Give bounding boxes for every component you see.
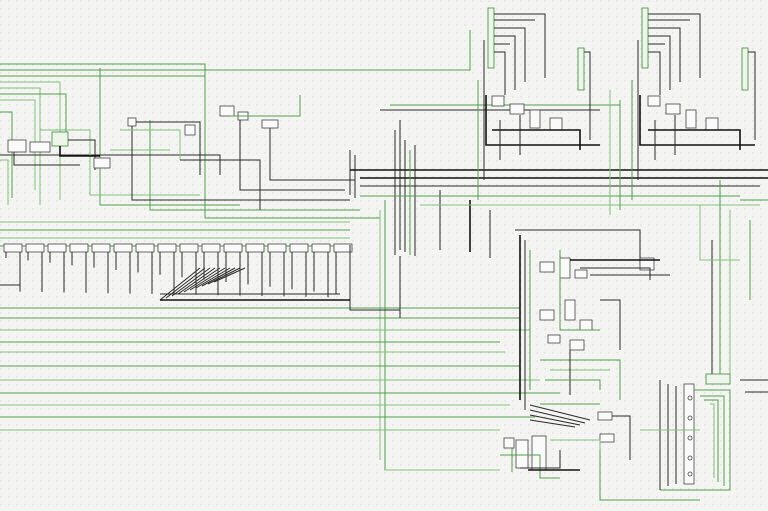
regbank-wires xyxy=(0,245,560,431)
ram-chip-icon-right[interactable] xyxy=(609,7,756,215)
register-cell[interactable] xyxy=(91,243,111,253)
register-cell[interactable] xyxy=(47,243,67,253)
regbank-diagonal-wire xyxy=(177,267,216,295)
left-logic-cluster[interactable] xyxy=(7,131,111,170)
register-cell[interactable] xyxy=(289,243,309,253)
regbank-diagonal-wire xyxy=(207,267,241,285)
register-cell[interactable] xyxy=(113,243,133,253)
regbank-diagonal-wire xyxy=(159,267,201,301)
regbank-diagonal-wire xyxy=(189,267,226,291)
top-left-bus-group xyxy=(0,30,471,219)
regbank-diagonal-wire xyxy=(201,267,236,287)
adder-ladder[interactable] xyxy=(529,403,631,460)
regbank-diagonal-wire xyxy=(171,267,211,297)
register-cell[interactable] xyxy=(179,243,199,253)
register-cell[interactable] xyxy=(245,243,265,253)
register-cell[interactable] xyxy=(267,243,287,253)
regbank-diagonal-wire xyxy=(165,267,206,299)
register-cell[interactable] xyxy=(25,243,45,253)
regbank-diagonal-wire xyxy=(213,267,246,283)
output-column[interactable] xyxy=(659,373,768,491)
register-cell[interactable] xyxy=(157,243,177,253)
register-cell[interactable] xyxy=(333,243,353,253)
central-bus-bundle xyxy=(349,104,768,471)
mid-top-cluster[interactable] xyxy=(120,95,355,210)
ram-chip-icon-left[interactable] xyxy=(477,7,600,200)
register-cell[interactable] xyxy=(69,243,89,253)
register-cell[interactable] xyxy=(311,243,331,253)
register-cell[interactable] xyxy=(135,243,155,253)
misc-green-loops xyxy=(385,199,768,501)
bottom-logic-cluster[interactable] xyxy=(500,435,601,479)
regbank-diagonal-wire xyxy=(195,267,231,289)
register-cell[interactable] xyxy=(3,243,23,253)
register-cell[interactable] xyxy=(223,243,243,253)
regbank-diagonal-wire xyxy=(183,267,221,293)
register-cell[interactable] xyxy=(201,243,221,253)
control-logic-cluster[interactable] xyxy=(515,180,731,410)
